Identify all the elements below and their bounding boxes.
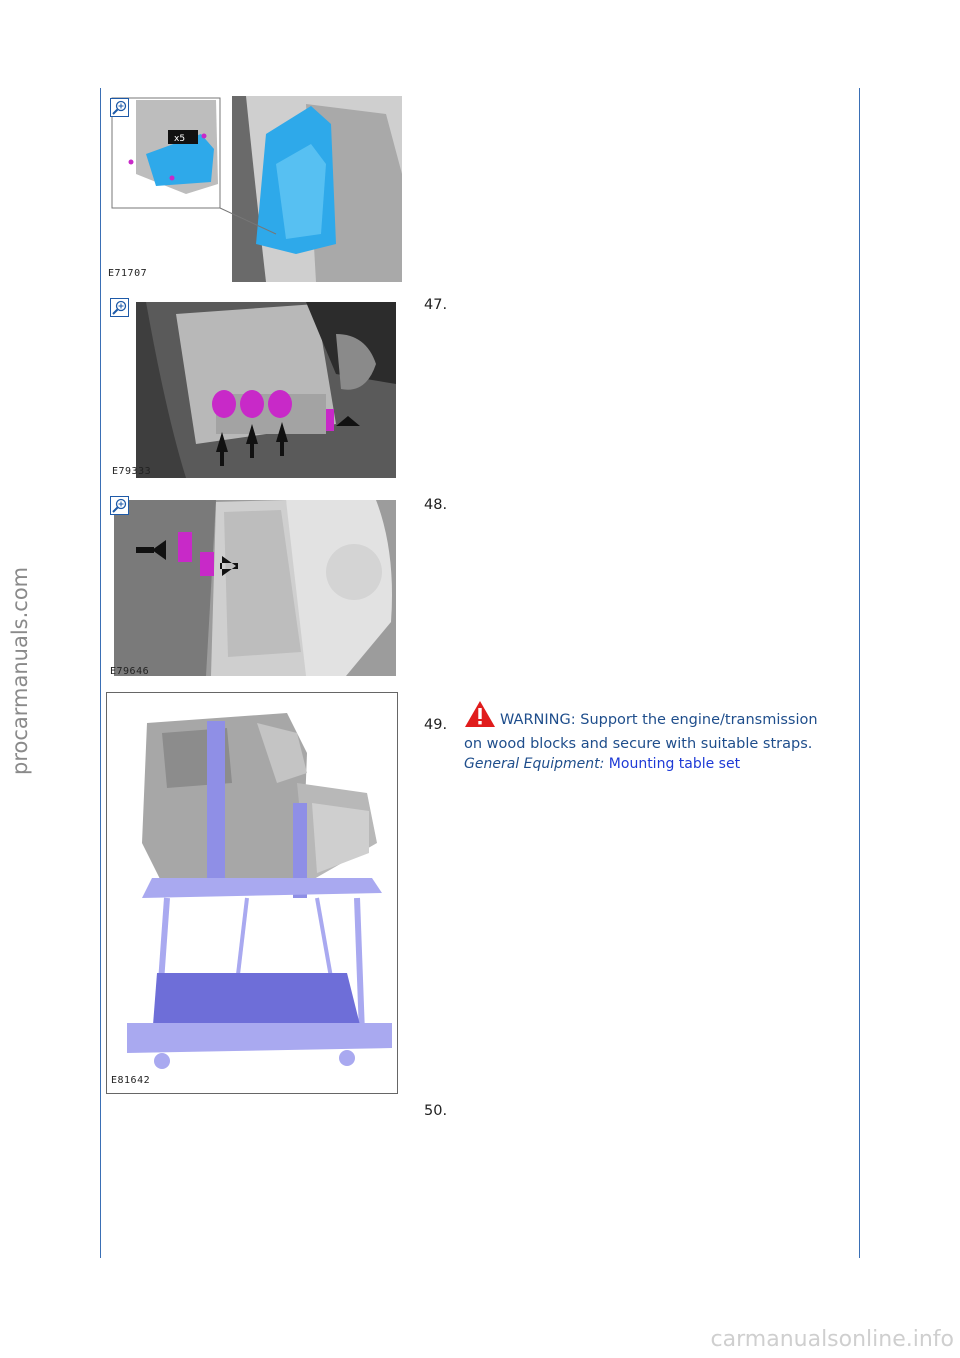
figure-e81642: E81642 <box>106 692 398 1094</box>
figure-e71707-illustration: x5 <box>111 96 402 282</box>
equipment-label: General Equipment: <box>464 756 605 772</box>
step-number: 49. <box>424 717 448 733</box>
figure-e81642-illustration <box>127 713 392 1069</box>
step-number: 50. <box>424 1103 448 1119</box>
figure-e79333-illustration <box>136 302 396 478</box>
figure-e79646: E79646 <box>106 492 396 678</box>
figure-e79333: E79333 <box>106 294 396 480</box>
figure-id: E79333 <box>112 466 152 477</box>
zoom-icon[interactable] <box>110 98 129 117</box>
warning-icon <box>464 700 496 734</box>
right-margin-rule <box>859 88 860 1258</box>
figure-id: E81642 <box>111 1075 151 1086</box>
x5-callout: x5 <box>174 134 185 144</box>
figure-id: E71707 <box>108 268 148 279</box>
warning-message: WARNING: Support the engine/transmission… <box>464 712 818 752</box>
figure-e79646-illustration <box>114 500 396 676</box>
step-number: 47. <box>424 297 448 313</box>
side-watermark: procarmanuals.com <box>8 566 32 775</box>
general-equipment: General Equipment: Mounting table set <box>464 754 824 774</box>
mounting-table-link[interactable]: Mounting table set <box>608 756 741 772</box>
bottom-watermark: carmanualsonline.info <box>710 1327 954 1352</box>
warning-text: WARNING: Support the engine/transmission… <box>464 700 824 774</box>
step-number: 48. <box>424 497 448 513</box>
figure-e71707: x5 E71707 <box>106 94 402 284</box>
zoom-icon[interactable] <box>110 298 129 317</box>
figure-id: E79646 <box>110 666 150 677</box>
zoom-icon[interactable] <box>110 496 129 515</box>
left-margin-rule <box>100 88 101 1258</box>
